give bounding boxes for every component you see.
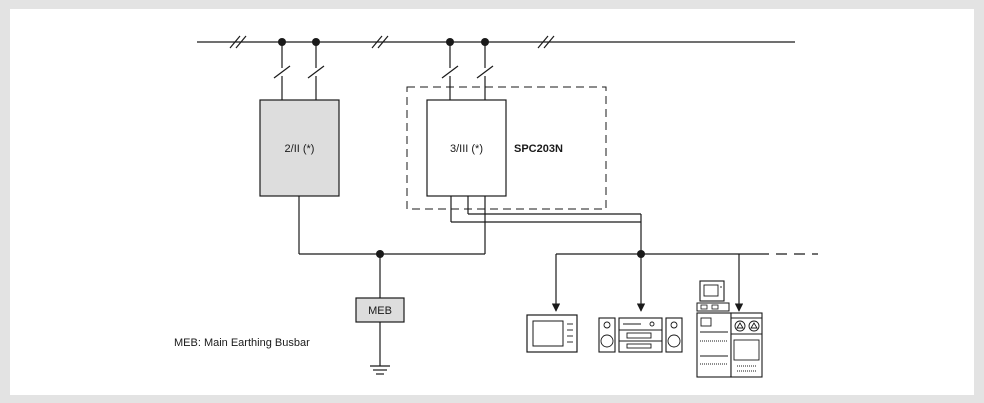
earth-conductor <box>298 196 486 298</box>
conductor-mark <box>537 35 555 49</box>
meb-box: MEB <box>355 297 405 323</box>
left-switches <box>273 42 325 100</box>
spd-left-label: 2/II (*) <box>285 143 315 155</box>
spd-right-label: 3/III (*) <box>450 143 483 155</box>
conductor-mark <box>371 35 389 49</box>
earth-symbol <box>370 322 390 375</box>
main-supply-line <box>197 35 795 49</box>
spd-left-box: 2/II (*) <box>259 99 340 197</box>
load-feeders <box>450 196 818 312</box>
meb-label: MEB <box>368 305 392 317</box>
diagram-panel <box>10 9 974 395</box>
spd-right-box: 3/III (*) <box>426 99 507 197</box>
spc203n-enclosure <box>406 86 607 210</box>
computer-workstation-icon <box>696 280 763 378</box>
conductor-mark <box>229 35 247 49</box>
meb-legend: MEB: Main Earthing Busbar <box>174 337 310 349</box>
spd-model-label: SPC203N <box>514 143 563 155</box>
hifi-stereo-icon <box>598 317 683 353</box>
right-switches <box>441 42 494 100</box>
monitor-icon <box>526 314 578 353</box>
